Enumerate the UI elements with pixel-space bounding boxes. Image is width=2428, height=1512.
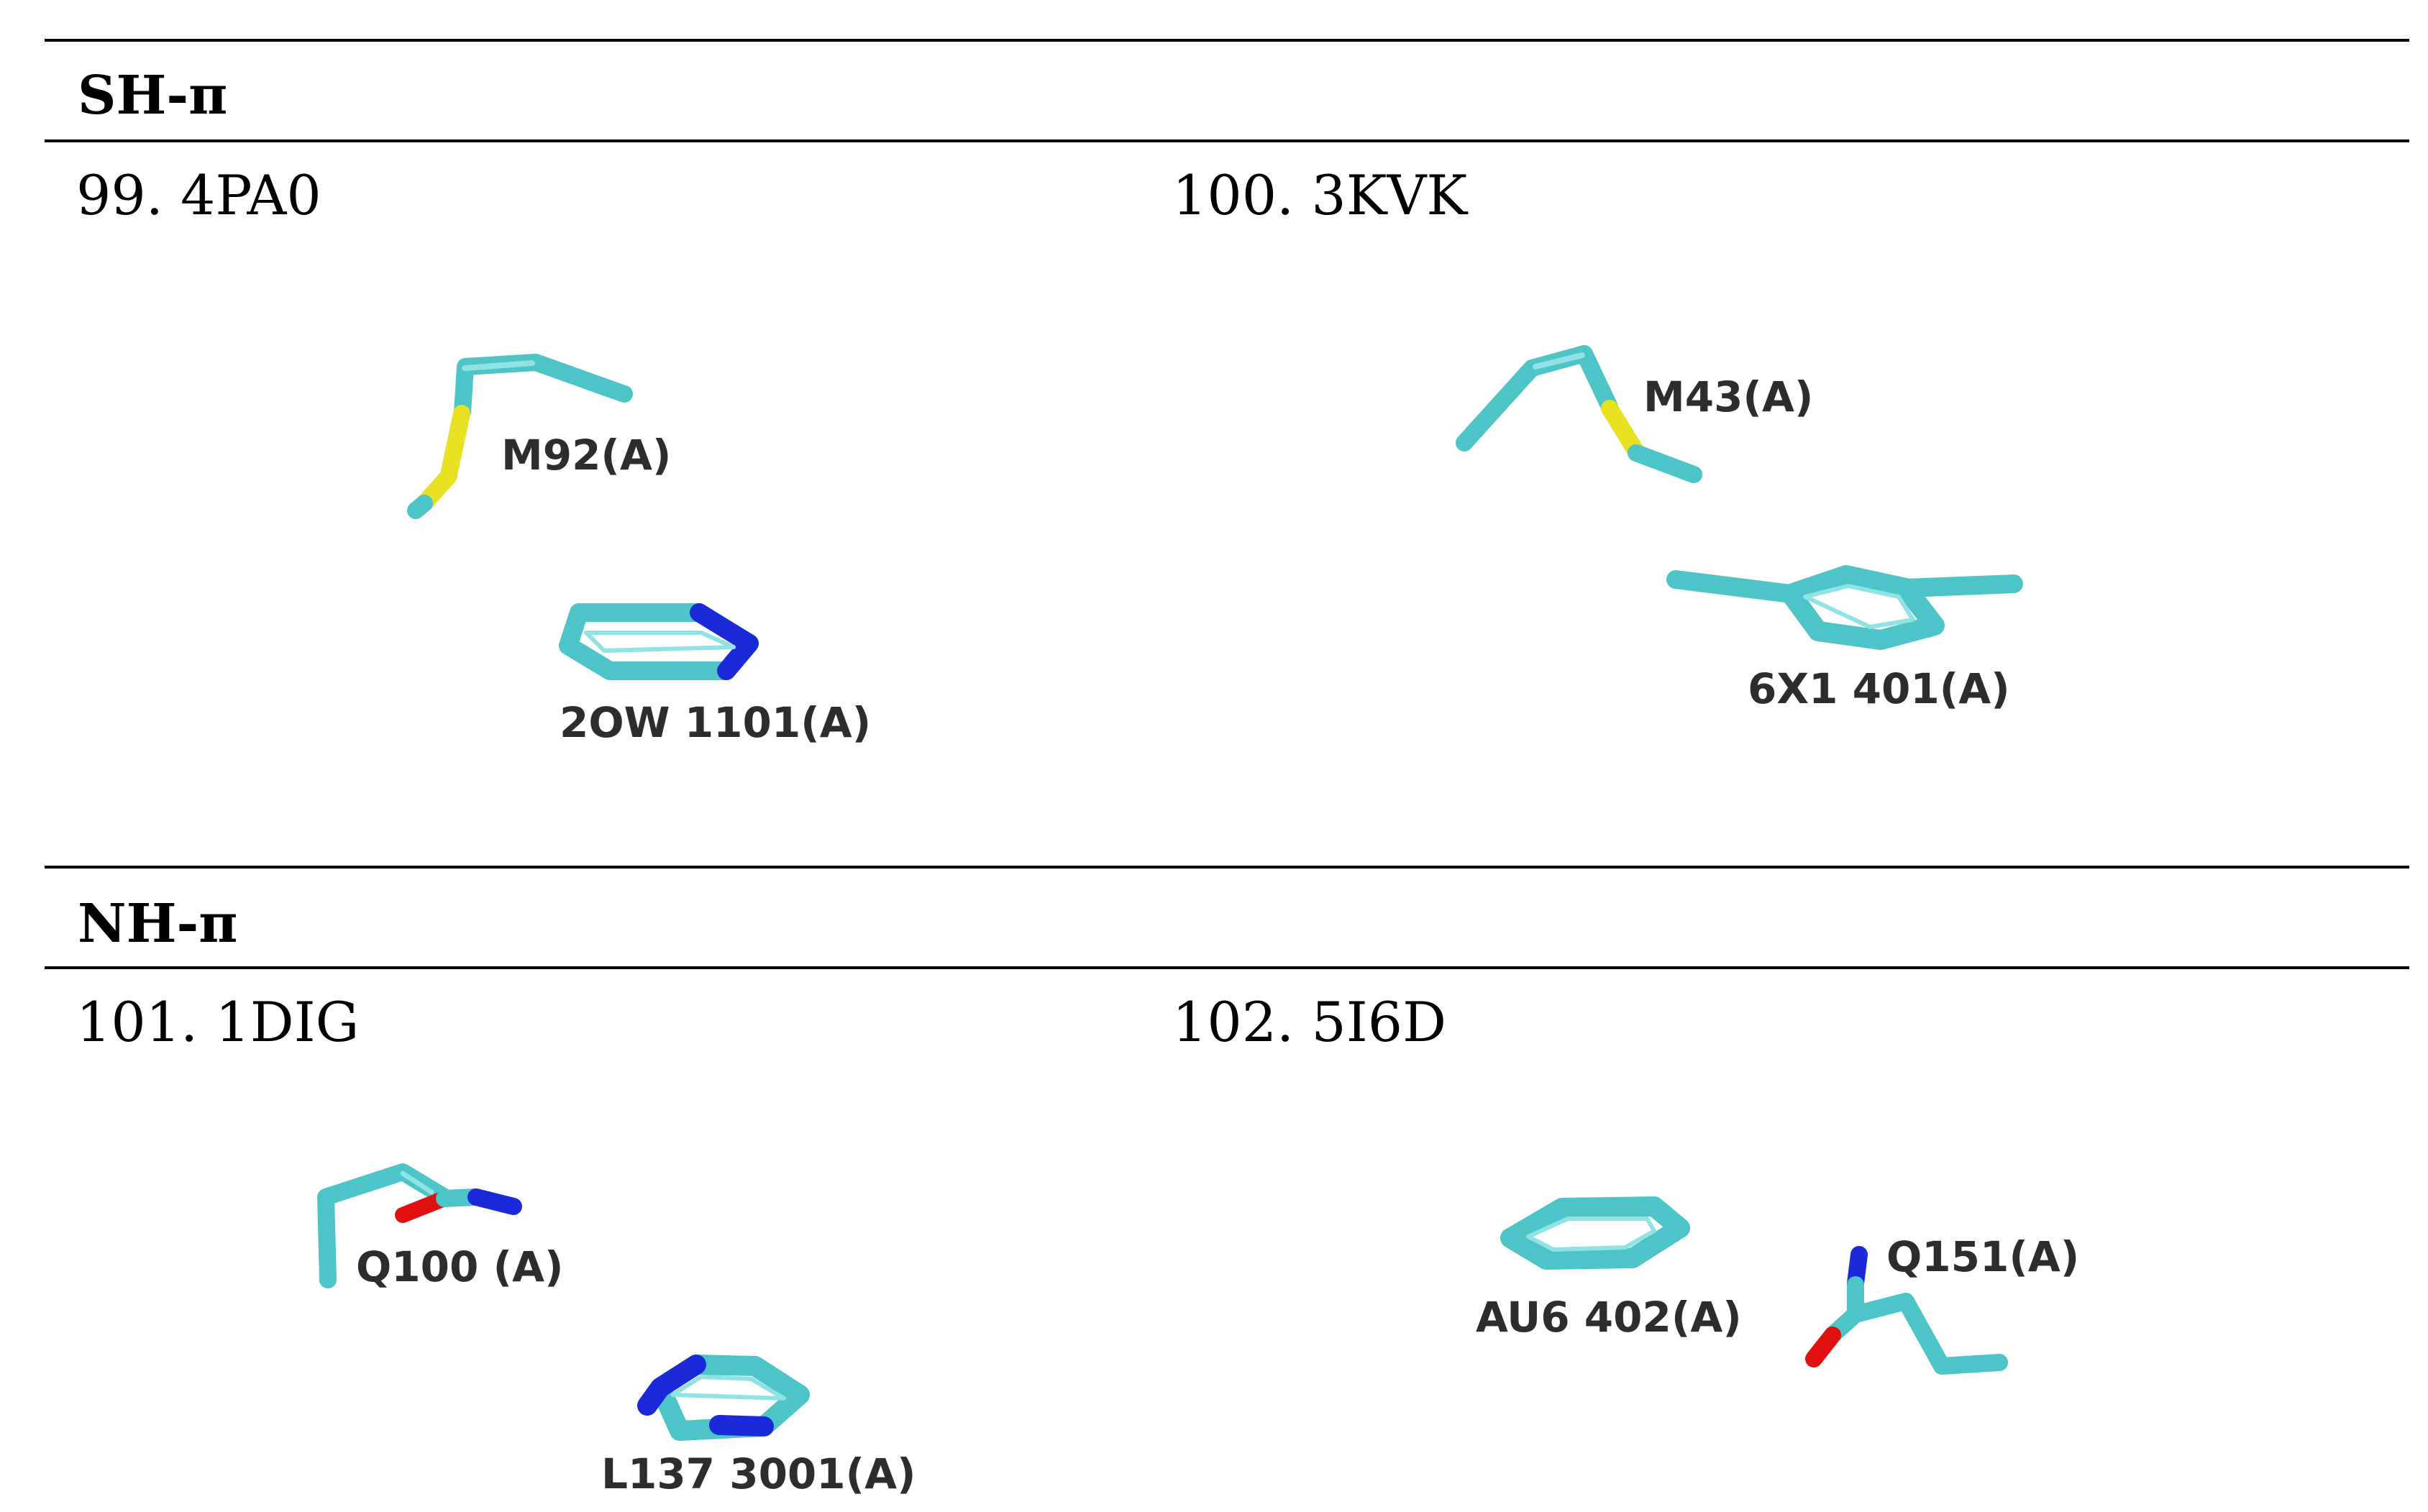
entry-title-102: 102. 5I6D — [1172, 990, 1447, 1054]
label-m92: M92(A) — [501, 431, 671, 480]
section-2-top-rule — [45, 866, 2409, 869]
section-2-rule — [45, 966, 2409, 969]
table-top-rule — [45, 39, 2409, 42]
section-1-rule — [45, 139, 2409, 142]
section-title-nh-pi: NH-π — [78, 893, 238, 955]
molecule-l137-ring — [637, 1355, 810, 1441]
entry-title-101: 101. 1DIG — [76, 990, 360, 1054]
section-title-sh-pi: SH-π — [78, 65, 228, 127]
label-q100: Q100 (A) — [356, 1242, 563, 1291]
label-l137-3001: L137 3001(A) — [601, 1449, 916, 1498]
label-m43: M43(A) — [1643, 372, 1813, 421]
label-2ow-1101: 2OW 1101(A) — [560, 698, 871, 747]
molecule-m43 — [1456, 345, 1702, 483]
molecule-au6-ring — [1500, 1196, 1690, 1270]
label-6x1-401: 6X1 401(A) — [1748, 664, 2010, 713]
molecule-2ow-ring — [559, 603, 759, 680]
molecule-q151 — [1805, 1246, 2008, 1375]
molecule-q100 — [317, 1163, 522, 1288]
entry-title-100: 100. 3KVK — [1172, 163, 1468, 227]
label-q151: Q151(A) — [1886, 1232, 2079, 1281]
molecule-6x1-ring — [1666, 565, 2023, 650]
label-au6-402: AU6 402(A) — [1476, 1293, 1742, 1342]
molecule-m92 — [407, 354, 633, 519]
entry-title-99: 99. 4PA0 — [76, 163, 321, 227]
